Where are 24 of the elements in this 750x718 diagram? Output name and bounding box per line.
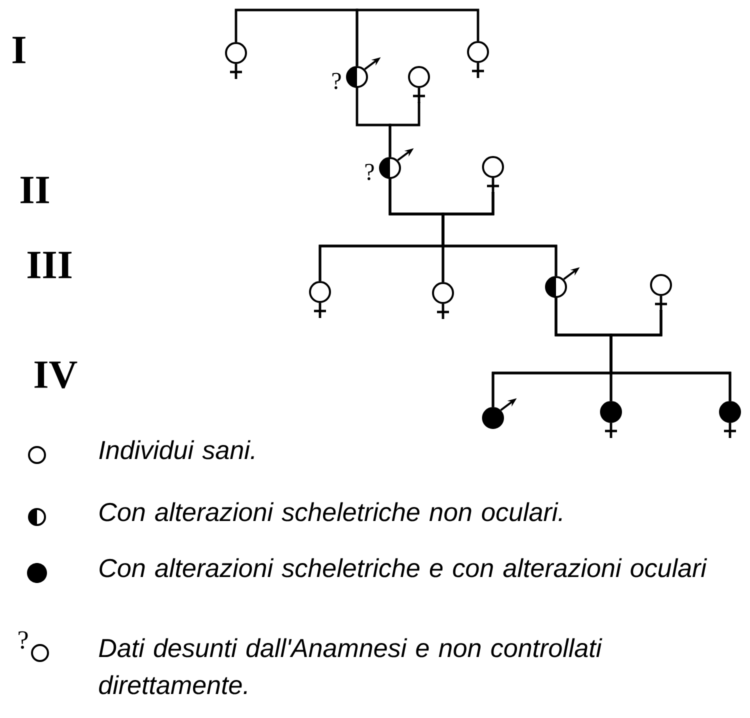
legend-text: Con alterazioni scheletriche non oculari. <box>100 502 562 522</box>
question-mark: ? <box>332 72 341 90</box>
legend-text: Individui sani. <box>99 440 254 460</box>
question-mark: ? <box>18 631 28 649</box>
legend-text: Con alterazioni scheletriche e con alterazioni oculari <box>100 558 708 578</box>
question-mark: ? <box>365 164 374 180</box>
pedigree-line <box>442 192 558 276</box>
pedigree-symbol <box>600 401 622 438</box>
pedigree-line <box>610 310 732 401</box>
pedigree-line <box>388 102 420 157</box>
generation-numeral: III <box>28 252 72 278</box>
legend-text: Dati desunti dall'Anamnesi e non controllati direttamente. <box>99 638 602 694</box>
pedigree-line <box>356 8 480 66</box>
pedigree-symbol <box>309 281 331 318</box>
pedigree-symbol <box>225 42 247 79</box>
pedigree-symbol <box>482 156 504 193</box>
generation-numeral: II <box>20 176 49 204</box>
pedigree-symbol <box>650 274 672 311</box>
generation-numeral: I <box>12 36 26 64</box>
pedigree-symbol <box>467 41 489 78</box>
pedigree-symbol <box>719 401 741 438</box>
pedigree-symbol <box>432 282 454 319</box>
generation-numeral: IV <box>34 362 78 388</box>
pedigree-symbol <box>408 66 430 103</box>
